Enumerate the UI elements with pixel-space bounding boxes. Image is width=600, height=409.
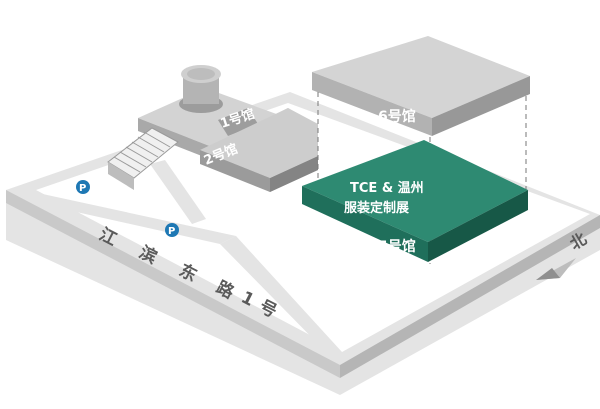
featured-line-2: 服装定制展 bbox=[344, 200, 410, 216]
hall-6-building[interactable]: 6号馆 bbox=[312, 36, 530, 136]
hall-2-building[interactable]: 2号馆 bbox=[200, 108, 318, 192]
hall-6-label: 6号馆 bbox=[378, 108, 416, 125]
tower bbox=[179, 65, 223, 113]
parking-marker-2[interactable]: P bbox=[165, 223, 179, 237]
hall-5-label: 5号馆 bbox=[378, 238, 416, 255]
svg-text:P: P bbox=[168, 226, 175, 237]
featured-line-1: TCE & 温州 bbox=[350, 181, 424, 196]
stairs bbox=[107, 127, 179, 190]
svg-text:P: P bbox=[79, 183, 86, 194]
parking-marker-1[interactable]: P bbox=[76, 180, 90, 194]
hall-5-building[interactable]: TCE & 温州 服装定制展 5号馆 bbox=[302, 140, 528, 262]
